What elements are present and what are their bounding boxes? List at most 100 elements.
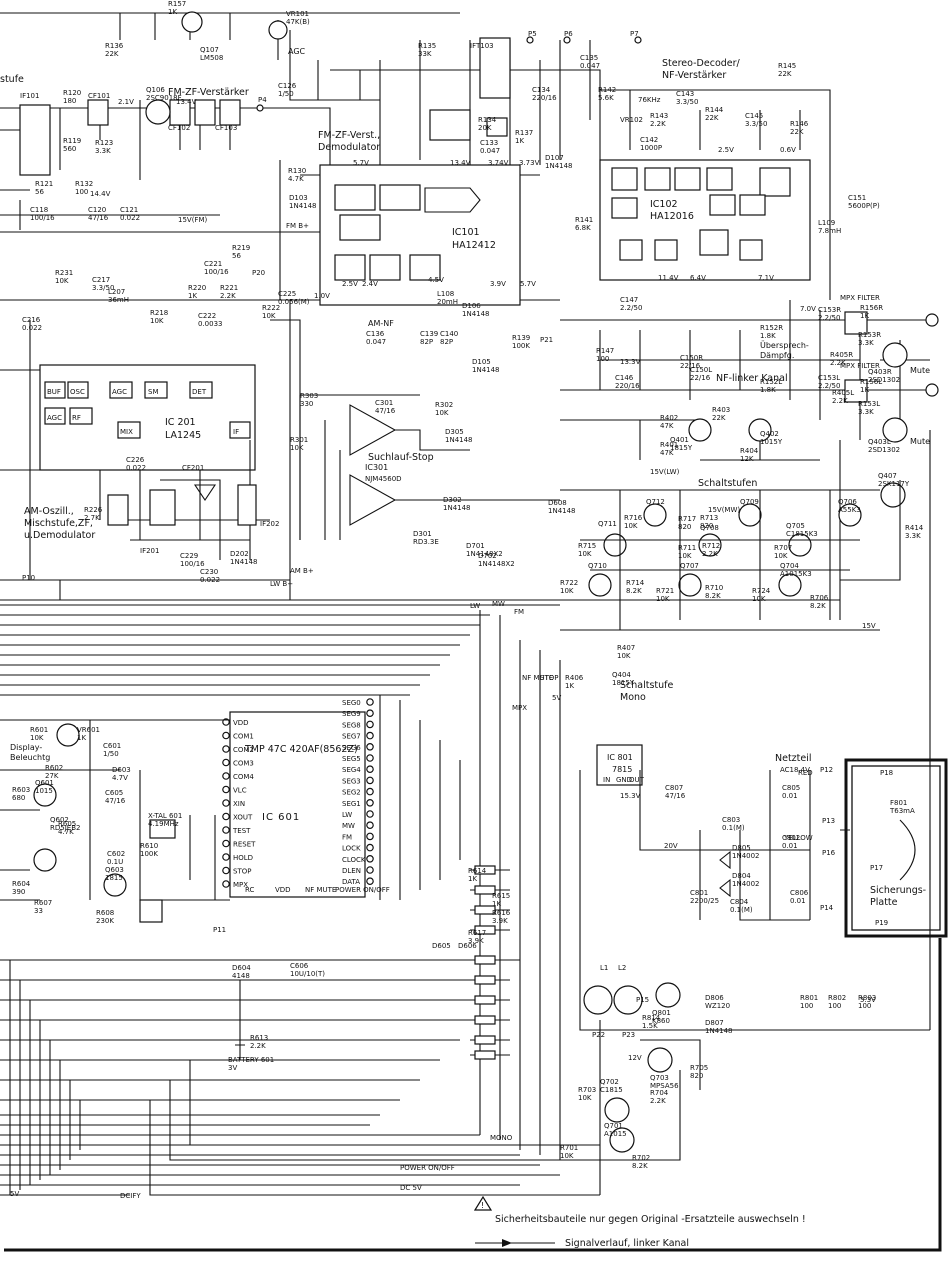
svg-text:OSC: OSC xyxy=(70,388,85,396)
resistor-ref: R617 xyxy=(468,929,486,937)
svg-text:AGC: AGC xyxy=(112,388,127,396)
capacitor-ref: C225 xyxy=(278,290,296,298)
resistor-value: 100 xyxy=(75,188,88,196)
transistor-ref: Q711 xyxy=(598,520,617,528)
component-ref: F801 xyxy=(890,799,907,807)
ic601-pin xyxy=(222,745,230,753)
block-label: FM-ZF-Verst., xyxy=(318,130,380,141)
resistor-value: 1.5K xyxy=(642,1022,658,1030)
diode-ref: D608 xyxy=(548,499,567,507)
resistor-ref: R716 xyxy=(624,514,643,522)
net-label: LW B+ xyxy=(270,580,293,588)
ic601-pin xyxy=(366,720,374,729)
component-value: 3V xyxy=(228,1064,237,1072)
capacitor-ref: C216 xyxy=(22,316,41,324)
ic601-pin-label: VDD xyxy=(275,886,291,894)
capacitor-value: 2.2/50 xyxy=(818,314,840,322)
component-ref: CF201 xyxy=(182,464,204,472)
diode-value: 1N4148 xyxy=(548,507,576,515)
capacitor-ref: C601 xyxy=(103,742,121,750)
ic601-pin-label: NF MUTE xyxy=(305,886,336,894)
diode-value: RD3.3E xyxy=(413,538,439,546)
resistor-ref: R706 xyxy=(810,594,829,602)
resistor-ref: R153L xyxy=(858,400,880,408)
ic601-pin xyxy=(222,812,230,821)
capacitor-value: 0.022 xyxy=(200,576,220,584)
resistor-ref: R702 xyxy=(632,1154,650,1162)
ic601-pin-label: SEG5 xyxy=(342,755,361,763)
block-label: NF-Verstärker xyxy=(662,70,726,81)
voltage-label: 7.1V xyxy=(758,274,774,282)
resistor-value: 10K xyxy=(578,550,592,558)
capacitor-ref: C605 xyxy=(105,789,123,797)
capacitor-ref: C150R xyxy=(680,354,703,362)
svg-text:AGC: AGC xyxy=(47,414,62,422)
net-label: 5.3V xyxy=(860,996,876,1004)
resistor-value: 47K xyxy=(660,422,674,430)
transistor-ref: Q709 xyxy=(740,498,759,506)
transistor-ref: Q403R xyxy=(868,368,892,376)
component-value: 4.19MHz xyxy=(148,820,179,828)
transistor-ref: Q401 xyxy=(670,436,689,444)
pad-label: P4 xyxy=(258,96,267,104)
net-label: 15V(FM) xyxy=(178,216,207,224)
pad-label: P20 xyxy=(252,269,265,277)
capacitor-ref: C134 xyxy=(532,86,551,94)
resistor-ref: R156R xyxy=(860,304,883,312)
block-label: Sicherungs- xyxy=(870,885,926,896)
diode-value: 1N4148X2 xyxy=(466,550,503,558)
component-ref: L2 xyxy=(618,964,626,972)
resistor-value: 56 xyxy=(232,252,241,260)
resistor-ref: R130 xyxy=(288,167,306,175)
resistor-value: 10K xyxy=(656,595,670,603)
component-ref: P23 xyxy=(622,1031,635,1039)
ic601-pin xyxy=(222,785,230,794)
capacitor-value: 22/16 xyxy=(680,362,701,370)
capacitor-ref: C806 xyxy=(790,889,809,897)
net-label: 15V(LW) xyxy=(650,468,680,476)
resistor-ref: R601 xyxy=(30,726,48,734)
resistor-ref: R302 xyxy=(435,401,453,409)
transistor-part: K860 xyxy=(652,1017,670,1025)
ic601-pin xyxy=(366,854,374,863)
capacitor-value: 0.056(M) xyxy=(278,298,310,306)
net-label: STOP xyxy=(540,674,558,682)
resistor-value: 33 xyxy=(34,907,43,915)
net-label: MONO xyxy=(490,1134,513,1142)
resistor-value: 10K xyxy=(30,734,44,742)
svg-text:SM: SM xyxy=(148,388,158,396)
ic601-pin xyxy=(366,787,374,796)
voltage-label: 3.74V xyxy=(488,159,509,167)
fm-if-section xyxy=(0,11,831,301)
resistor-value: 22K xyxy=(712,414,726,422)
transistor-ref: Q702 xyxy=(600,1078,619,1086)
resistor-value: 27K xyxy=(45,772,59,780)
ic601-pin-label: STOP xyxy=(233,868,251,876)
ic601-pin-label: SEG9 xyxy=(342,710,361,718)
capacitor-value: 0.0033 xyxy=(198,320,223,328)
component-ref: L109 xyxy=(818,219,835,227)
net-label: AC18.4V xyxy=(780,766,810,774)
ic601-right-pins: SEG0SEG9SEG8SEG7SEG6SEG5SEG4SEG3SEG2SEG1… xyxy=(342,698,374,886)
resistor-value: 22K xyxy=(705,114,719,122)
diode-ref: D301 xyxy=(413,530,432,538)
capacitor-ref: C142 xyxy=(640,136,658,144)
resistor-ref: R803 xyxy=(858,994,876,1002)
resistor-ref: R707 xyxy=(774,544,792,552)
block-label: Display- xyxy=(10,743,42,752)
resistor-value: 10K xyxy=(560,587,574,595)
transistor-part: A55K3 xyxy=(838,506,861,514)
ic601-pin-label: SEG3 xyxy=(342,777,361,785)
ic601-pin-label: DLEN xyxy=(342,867,361,875)
capacitor-value: 47/16 xyxy=(105,797,126,805)
net-label: DCIFY xyxy=(120,1192,141,1200)
resistor-ref: R156L xyxy=(860,378,882,386)
resistor-value: 3.3K xyxy=(858,339,874,347)
resistor-value: 10K xyxy=(290,444,304,452)
svg-text:RF: RF xyxy=(72,414,81,422)
diode-ref: D805 xyxy=(732,844,751,852)
resistor-ref: R717 xyxy=(678,515,696,523)
ic601-pin xyxy=(366,832,374,841)
ic601-pin xyxy=(222,772,230,780)
capacitor-ref: C145 xyxy=(745,112,763,120)
